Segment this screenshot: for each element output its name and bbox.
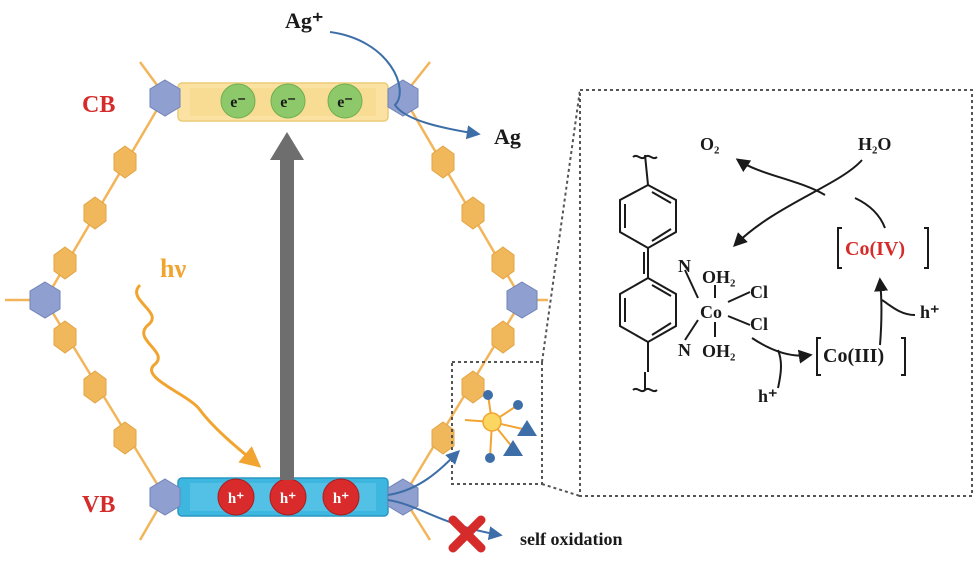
- aqua-ligand-label: OH₂: [702, 341, 735, 361]
- silver-reduction-arrow: [329, 31, 481, 140]
- self-oxidation-label: self oxidation: [520, 529, 623, 549]
- hole-label: h⁺: [228, 491, 244, 507]
- hole: h⁺: [322, 478, 360, 516]
- self-oxidation-arrow: [387, 499, 503, 541]
- cobalt-center-label: Co: [700, 302, 722, 322]
- hole-transfer-arrow: [387, 450, 460, 496]
- hole: h⁺: [269, 478, 307, 516]
- electron-label: e⁻: [230, 94, 246, 111]
- bracket-right: [924, 227, 929, 269]
- cocatalyst-particle: [464, 390, 537, 463]
- electron-label: e⁻: [280, 94, 296, 111]
- hole-reagent-label: h⁺: [758, 386, 778, 406]
- orange-hexagons: [53, 145, 515, 455]
- mechanism-box: [579, 89, 973, 497]
- light-wave-arrow: [135, 283, 262, 468]
- oxygen-label: O₂: [700, 134, 719, 154]
- cycle-arrows: [733, 158, 916, 389]
- water-label: H₂O: [858, 134, 891, 154]
- chloride-label: Cl: [750, 314, 768, 334]
- framework-lines: [5, 61, 548, 541]
- bracket-left: [837, 227, 842, 269]
- hole-label: h⁺: [280, 491, 296, 507]
- coordination-bonds: [684, 269, 751, 341]
- hole-label: h⁺: [333, 491, 349, 507]
- blocked-cross-icon: [448, 515, 486, 553]
- cobalt-iii-label: Co(III): [823, 345, 884, 367]
- excitation-arrow: [270, 132, 304, 480]
- silver-ion-label: Ag⁺: [285, 8, 324, 33]
- hole-reagent-label: h⁺: [920, 302, 940, 322]
- cocatalyst-inset-box: [451, 361, 543, 485]
- electron: e⁻: [327, 83, 363, 119]
- light-label: hν: [160, 254, 186, 283]
- electron: e⁻: [270, 83, 306, 119]
- chloride-label: Cl: [750, 282, 768, 302]
- electron-label: e⁻: [337, 94, 353, 111]
- bipyridine-ligand: [619, 154, 677, 393]
- bracket-left: [816, 337, 821, 376]
- cb-label: CB: [82, 92, 115, 118]
- zoom-connectors: [541, 89, 581, 497]
- electron: e⁻: [220, 83, 256, 119]
- silver-label: Ag: [494, 124, 521, 149]
- nitrogen-label: N: [678, 256, 691, 276]
- hole: h⁺: [217, 478, 255, 516]
- aqua-ligand-label: OH₂: [702, 267, 735, 287]
- nitrogen-label: N: [678, 340, 691, 360]
- vb-label: VB: [82, 492, 115, 518]
- cobalt-iv-label: Co(IV): [845, 238, 905, 260]
- bracket-right: [901, 337, 906, 376]
